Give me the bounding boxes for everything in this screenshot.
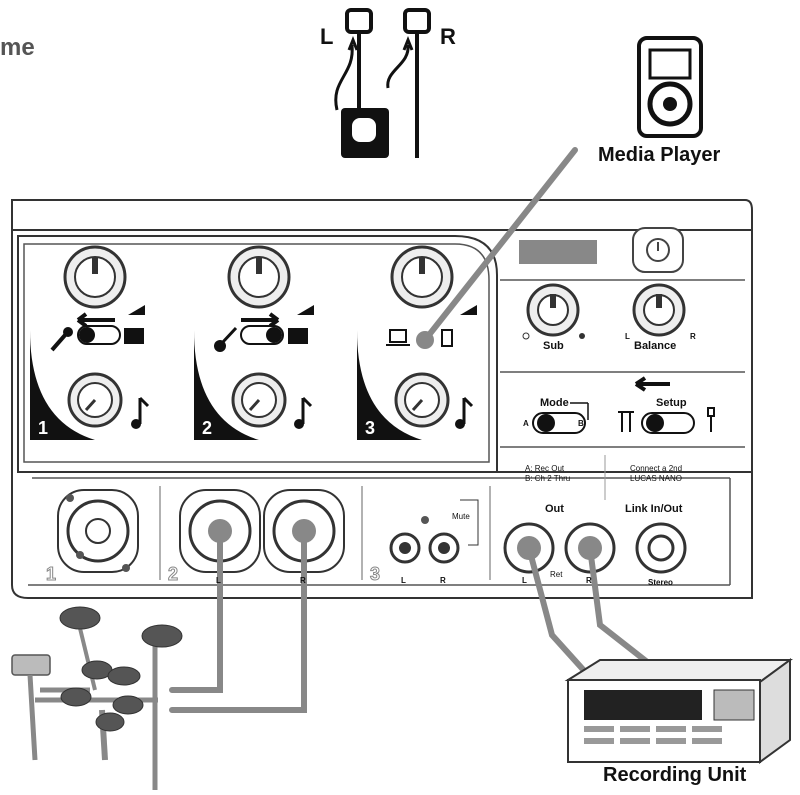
music-note-icon bbox=[131, 396, 150, 429]
channel-3-number: 3 bbox=[365, 418, 376, 438]
mode-note-a: A: Rec Out bbox=[525, 464, 565, 473]
channel-1-number: 1 bbox=[38, 418, 49, 438]
line-level-icon bbox=[124, 328, 144, 344]
link-stereo-label: Stereo bbox=[648, 578, 673, 587]
recording-cable-left bbox=[526, 545, 591, 678]
power-icon bbox=[646, 238, 670, 262]
mono-cable-icon bbox=[618, 411, 634, 432]
header-partial-title: me bbox=[0, 34, 35, 61]
out-left-label: L bbox=[522, 576, 527, 585]
recording-cable-right bbox=[587, 545, 663, 675]
out-right-label: R bbox=[586, 576, 592, 585]
music-note-icon-2 bbox=[294, 396, 313, 429]
line-level-icon-2 bbox=[288, 328, 308, 344]
mode-b-label: B bbox=[578, 419, 584, 428]
drum-cable-left bbox=[169, 528, 223, 693]
right-plug-icon bbox=[403, 8, 431, 34]
volume-knob-ch3[interactable] bbox=[390, 245, 454, 309]
channel-3-wedge bbox=[357, 330, 422, 440]
sub-knob[interactable] bbox=[522, 283, 585, 340]
balance-label: Balance bbox=[634, 340, 677, 352]
display-screen bbox=[519, 240, 597, 264]
eq-knob-ch3[interactable] bbox=[394, 372, 450, 428]
link-jack[interactable] bbox=[635, 522, 687, 574]
balance-left-mark: L bbox=[625, 332, 630, 341]
lr-cable-illustration bbox=[334, 8, 431, 158]
link-label: Link In/Out bbox=[625, 503, 683, 515]
channel-2-number: 2 bbox=[202, 418, 213, 438]
input2-right-label: R bbox=[300, 576, 306, 585]
media-player-cable bbox=[422, 147, 578, 343]
rca-input-ch3[interactable] bbox=[389, 499, 479, 564]
input-number-2: 2 bbox=[167, 564, 179, 585]
media-player-icon bbox=[637, 36, 703, 138]
input3-right-label: R bbox=[440, 576, 446, 585]
mode-a-label: A bbox=[523, 419, 529, 428]
stereo-cable-icon bbox=[707, 407, 715, 432]
left-channel-label: L bbox=[320, 24, 334, 49]
volume-knob-ch1[interactable] bbox=[63, 245, 127, 309]
eq-knob-ch2[interactable] bbox=[231, 372, 287, 428]
left-plug-icon bbox=[345, 8, 373, 34]
input2-left-label: L bbox=[216, 576, 221, 585]
input-number-1: 1 bbox=[45, 564, 57, 585]
microphone-icon bbox=[50, 327, 73, 352]
drum-cable-right bbox=[169, 528, 307, 713]
link-note-1: Connect a 2nd bbox=[630, 464, 683, 473]
combo-input-jack-1[interactable] bbox=[57, 489, 139, 573]
setup-arrow-icon bbox=[634, 376, 670, 392]
laptop-icon bbox=[386, 329, 410, 346]
input3-left-label: L bbox=[401, 576, 406, 585]
music-note-icon-3 bbox=[455, 396, 474, 429]
cables bbox=[169, 147, 663, 713]
recording-unit-icon bbox=[564, 658, 794, 764]
eq-knob-ch1[interactable] bbox=[67, 372, 123, 428]
balance-right-mark: R bbox=[690, 332, 696, 341]
electronic-drum-kit-icon bbox=[11, 606, 183, 790]
recording-unit-label: Recording Unit bbox=[603, 764, 747, 786]
media-device-icon bbox=[441, 329, 453, 347]
channel-2-wedge bbox=[194, 330, 259, 440]
mode-label: Mode bbox=[540, 397, 569, 409]
out-label: Out bbox=[545, 503, 564, 515]
setup-label: Setup bbox=[656, 397, 687, 409]
right-channel-label: R bbox=[440, 24, 456, 49]
mode-note-b: B: Ch 2 Thru bbox=[525, 474, 571, 483]
input-number-3: 3 bbox=[369, 564, 381, 585]
channel-1-wedge bbox=[30, 330, 95, 440]
input3-mute-label: Mute bbox=[452, 512, 470, 521]
out-ret-label: Ret bbox=[550, 570, 563, 579]
link-note-2: LUCAS NANO bbox=[630, 474, 683, 483]
media-player-label: Media Player bbox=[598, 144, 721, 166]
sub-label: Sub bbox=[543, 340, 564, 352]
volume-knob-ch2[interactable] bbox=[227, 245, 291, 309]
guitar-icon bbox=[214, 326, 238, 352]
balance-knob[interactable] bbox=[632, 283, 686, 337]
